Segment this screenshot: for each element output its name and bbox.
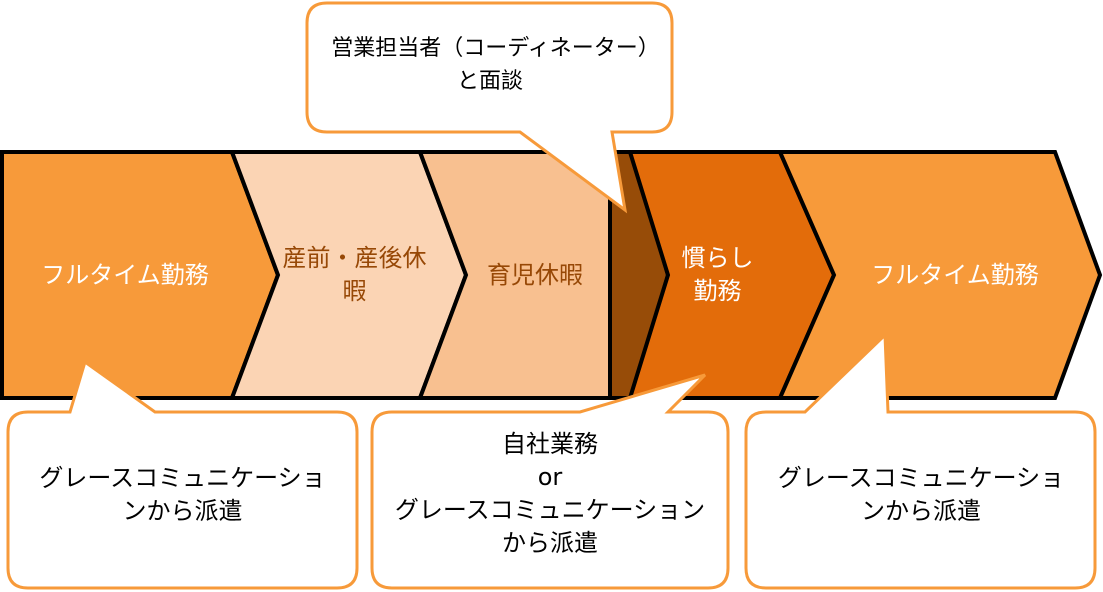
callout-bottom-middle-text: 自社業務 or グレースコミュニケーションから派遣 (392, 428, 708, 560)
callout-bottom-left-text: グレースコミュニケーションから派遣 (39, 464, 326, 525)
callout-top-text: 営業担当者（コーディネーター）と面談 (331, 36, 649, 94)
stage-fulltime-1-label: フルタイム勤務 (41, 260, 209, 289)
stage-adjustment-label: 慣らし勤務 (681, 244, 754, 305)
callout-line-or: or (537, 463, 563, 491)
callout-bottom-left-shape (6, 359, 359, 590)
callout-bottom-right-shape (744, 331, 1097, 590)
callout-bottom-right-text: グレースコミュニケーションから派遣 (777, 464, 1065, 525)
stage-fulltime-2-shape (776, 150, 1103, 400)
callout-bottom-middle-shape (370, 373, 730, 590)
callout-line-dispatch: グレースコミュニケーションから派遣 (394, 496, 706, 557)
callout-top-shape (305, 1, 674, 214)
stage-fulltime-2-label: フルタイム勤務 (871, 260, 1039, 289)
callout-line-own-work: 自社業務 (502, 430, 598, 458)
stage-maternity-label: 産前・産後休暇 (282, 244, 427, 305)
stage-childcare-label: 育児休暇 (487, 260, 583, 289)
